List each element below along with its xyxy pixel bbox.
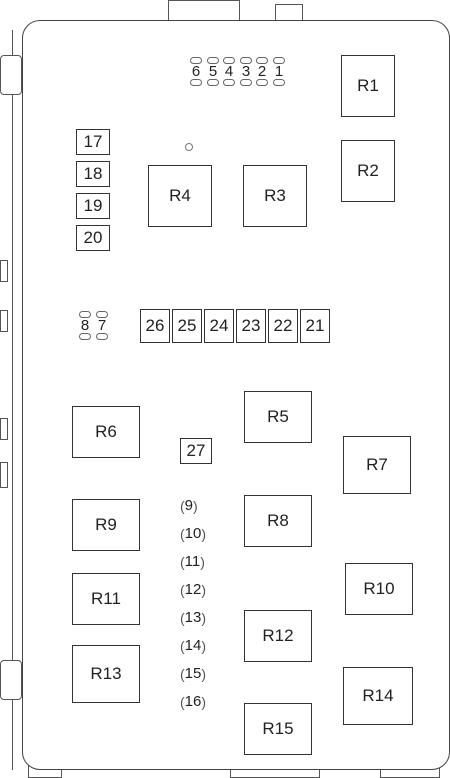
top-connector <box>168 0 240 22</box>
fuse-clip-icon: ( <box>180 525 185 542</box>
fuse-clip-icon: ) <box>193 497 198 514</box>
mini-fuse-9: (9) <box>180 497 198 514</box>
mounting-hole-dot <box>185 143 193 151</box>
fuse-19: 19 <box>76 193 110 219</box>
relay-r10: R10 <box>345 563 413 615</box>
fuse-clip-icon: ( <box>180 581 185 598</box>
blade-fuse-2: 2 <box>254 57 270 86</box>
relay-r6: R6 <box>72 406 140 458</box>
mini-fuse-label: 16 <box>184 693 202 710</box>
mini-fuse-label: 11 <box>184 553 201 570</box>
fuse-27: 27 <box>180 438 212 464</box>
mini-fuse-label: 10 <box>184 525 202 542</box>
blade-fuse-5: 5 <box>205 57 221 86</box>
fuse-clip-icon: ( <box>180 609 185 626</box>
relay-r14: R14 <box>343 667 413 725</box>
mini-fuse-10: (10) <box>180 525 206 542</box>
relay-r9: R9 <box>72 499 140 551</box>
mini-fuse-label: 14 <box>184 637 202 654</box>
fuse-26: 26 <box>140 309 170 343</box>
relay-r5: R5 <box>244 391 312 443</box>
fuse-23: 23 <box>236 309 266 343</box>
blade-fuse-7: 7 <box>94 311 110 340</box>
relay-r12: R12 <box>244 610 312 662</box>
mini-fuse-label: 13 <box>184 609 202 626</box>
fuse-clip-icon: ) <box>201 665 207 682</box>
mini-fuse-16: (16) <box>180 693 206 710</box>
relay-r8: R8 <box>244 495 312 547</box>
relay-r2: R2 <box>341 140 395 202</box>
fuse-clip-icon: ( <box>180 665 185 682</box>
mini-fuse-15: (15) <box>180 665 206 682</box>
fuse-clip-icon: ) <box>201 581 207 598</box>
fuse-25: 25 <box>172 309 202 343</box>
left-frame-line <box>12 30 13 770</box>
fuse-clip-icon: ) <box>201 693 207 710</box>
relay-r15: R15 <box>244 703 312 755</box>
blade-fuse-3: 3 <box>238 57 254 86</box>
fuse-20: 20 <box>76 225 110 251</box>
fuse-clip-icon: ) <box>201 609 207 626</box>
fuse-18: 18 <box>76 161 110 187</box>
left-clip-bottom <box>0 660 22 700</box>
fuse-clip-icon: ( <box>180 637 185 654</box>
relay-r13: R13 <box>72 645 140 703</box>
blade-fuse-4: 4 <box>221 57 237 86</box>
mini-fuse-11: (11) <box>180 553 205 570</box>
fuse-clip-icon: ( <box>180 553 185 570</box>
mini-fuse-14: (14) <box>180 637 206 654</box>
relay-r4: R4 <box>148 165 212 227</box>
blade-fuse-8: 8 <box>77 311 93 340</box>
mini-fuse-label: 12 <box>184 581 202 598</box>
left-connector-2 <box>0 310 8 332</box>
mini-fuse-12: (12) <box>180 581 206 598</box>
left-connector-1 <box>0 260 8 282</box>
fuse-clip-icon: ) <box>201 525 207 542</box>
relay-r1: R1 <box>341 55 395 117</box>
left-clip-top <box>0 55 22 95</box>
fuse-clip-icon: ) <box>200 553 205 570</box>
mini-fuse-13: (13) <box>180 609 206 626</box>
fuse-21: 21 <box>300 309 330 343</box>
relay-r11: R11 <box>72 573 140 625</box>
fuse-clip-icon: ( <box>180 693 185 710</box>
blade-fuse-6: 6 <box>188 57 204 86</box>
fuse-24: 24 <box>204 309 234 343</box>
blade-fuse-1: 1 <box>271 57 287 86</box>
fuse-clip-icon: ( <box>180 497 185 514</box>
left-connector-4 <box>0 462 8 488</box>
fuse-22: 22 <box>268 309 298 343</box>
relay-r7: R7 <box>343 436 411 494</box>
relay-r3: R3 <box>243 165 307 227</box>
left-connector-3 <box>0 418 8 440</box>
mini-fuse-label: 15 <box>184 665 202 682</box>
fuse-17: 17 <box>76 129 110 155</box>
fuse-clip-icon: ) <box>201 637 207 654</box>
mini-fuse-label: 9 <box>184 497 194 514</box>
